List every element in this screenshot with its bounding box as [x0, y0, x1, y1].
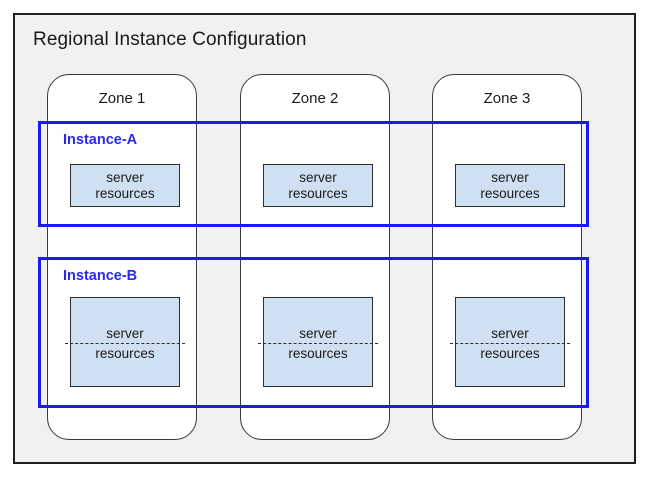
server-resources-line-bottom: resources	[288, 185, 348, 201]
zone-label-1: Zone 1	[98, 90, 146, 107]
server-resources-line-top: server	[106, 169, 144, 185]
server-resources-box[interactable]: server resources	[263, 164, 373, 207]
server-resources-line-top: server	[299, 169, 337, 185]
region-title: Regional Instance Configuration	[33, 29, 307, 50]
dashed-divider	[65, 343, 185, 344]
server-resources-box[interactable]: server resources	[258, 297, 378, 387]
dashed-divider	[258, 343, 378, 344]
server-resources-box[interactable]: server resources	[450, 297, 570, 387]
dashed-divider	[450, 343, 570, 344]
server-resources-box[interactable]: server resources	[455, 164, 565, 207]
zone-label-3: Zone 3	[483, 90, 531, 107]
server-resources-line-top: server	[299, 326, 337, 341]
server-resources-line-bottom: resources	[95, 346, 155, 361]
instance-label-a: Instance-A	[63, 132, 138, 148]
server-resources-line-bottom: resources	[95, 185, 155, 201]
server-resources-line-top: server	[106, 326, 144, 341]
server-resources-line-top: server	[491, 326, 529, 341]
zone-label-2: Zone 2	[291, 90, 339, 107]
region-container: Regional Instance Configuration Zone 1 Z…	[13, 13, 636, 464]
instance-label-b: Instance-B	[63, 268, 138, 284]
server-resources-box[interactable]: server resources	[65, 297, 185, 387]
instance-band-b[interactable]: Instance-B	[38, 257, 589, 408]
server-resources-line-bottom: resources	[288, 346, 348, 361]
server-resources-box[interactable]: server resources	[70, 164, 180, 207]
server-resources-line-top: server	[491, 169, 529, 185]
instance-band-a[interactable]: Instance-A	[38, 121, 589, 227]
server-resources-line-bottom: resources	[480, 346, 540, 361]
server-resources-line-bottom: resources	[480, 185, 540, 201]
